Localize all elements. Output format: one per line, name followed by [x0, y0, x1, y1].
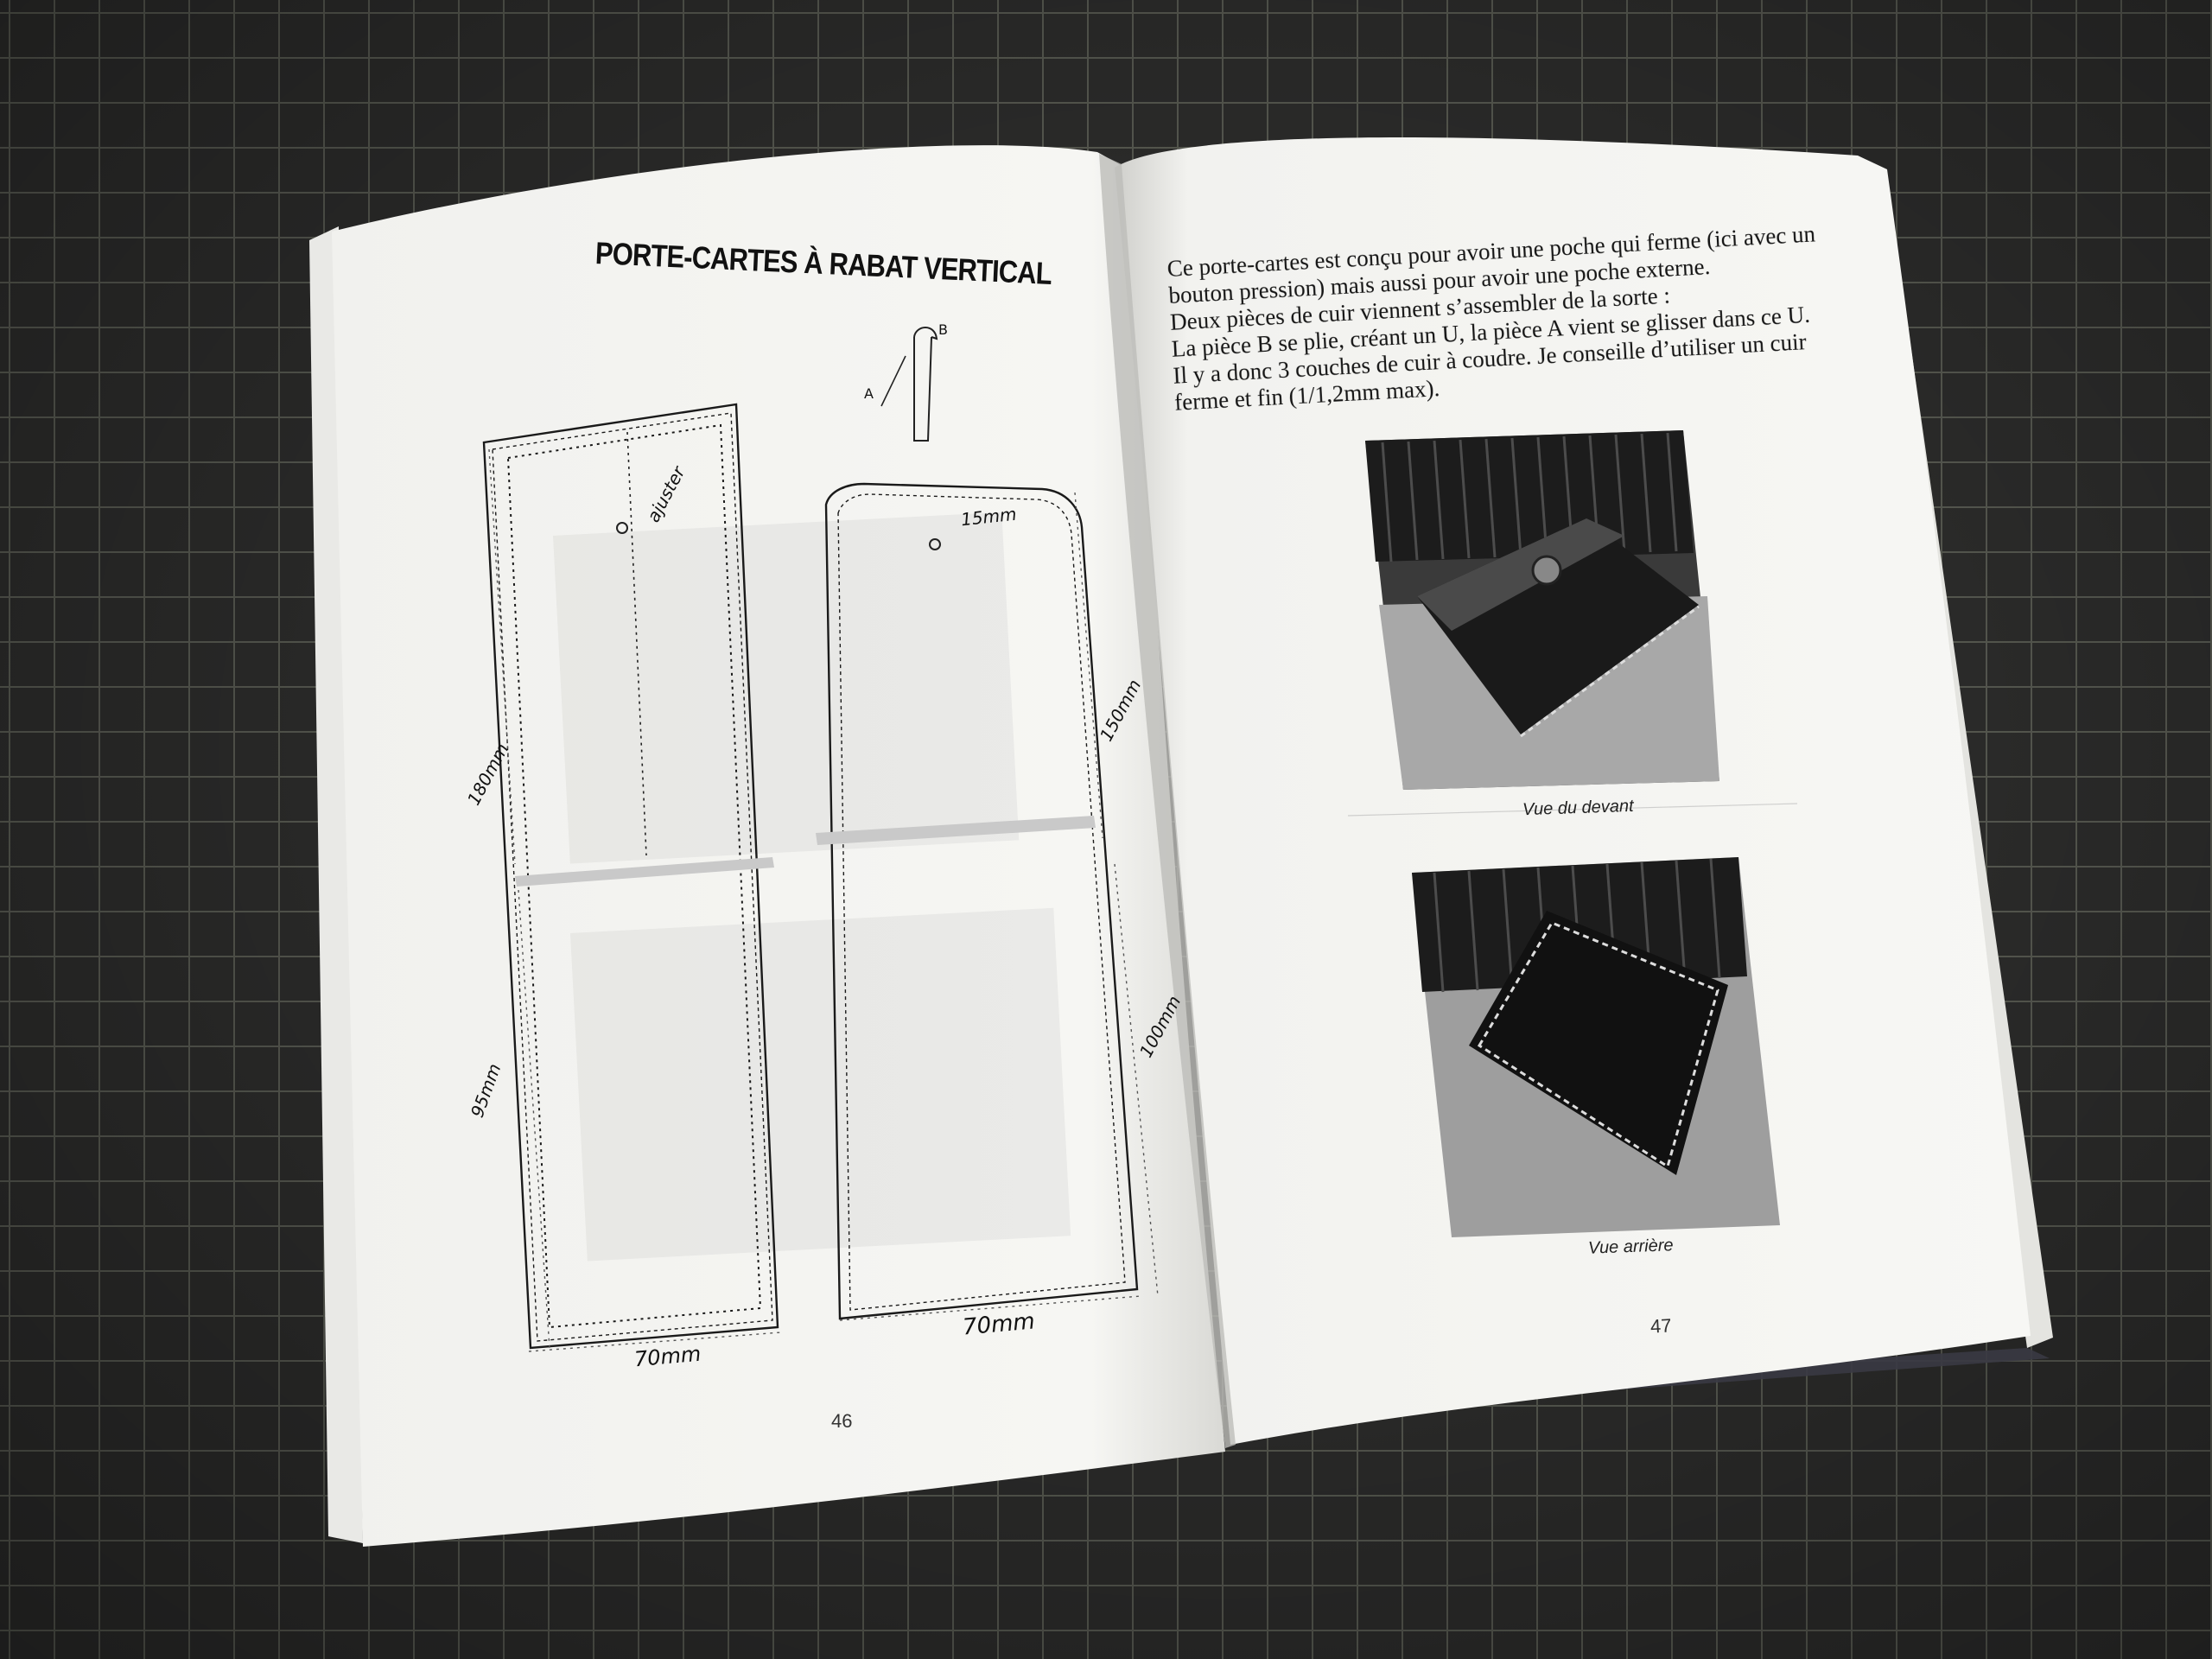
caption-back: Vue arrière	[1587, 1236, 1674, 1258]
left-page	[332, 145, 1225, 1547]
left-page-stack-edge	[309, 226, 363, 1543]
faint-rule	[1347, 803, 1798, 817]
fold-line-a	[515, 857, 774, 887]
gutter	[1099, 154, 1236, 1448]
page-number-right: 47	[1649, 1314, 1673, 1338]
piece-label-b: B	[938, 321, 948, 338]
show-through	[553, 512, 1071, 1262]
fold-line-b	[816, 816, 1096, 845]
caption-front: Vue du devant	[1522, 796, 1634, 820]
pattern-piece-b	[824, 482, 1139, 1320]
fold-diagram	[880, 327, 938, 442]
adjust-line	[626, 431, 647, 856]
piece-label-a: A	[864, 385, 874, 402]
photo-front	[1365, 430, 1719, 790]
photo-back	[1412, 857, 1780, 1237]
dimension-lines	[488, 448, 1159, 1352]
right-page	[1115, 137, 2031, 1445]
page-number-left: 46	[831, 1410, 853, 1432]
pattern-piece-a	[482, 403, 779, 1350]
snap-hole-b	[929, 538, 941, 550]
snap-hole-a	[616, 522, 628, 534]
